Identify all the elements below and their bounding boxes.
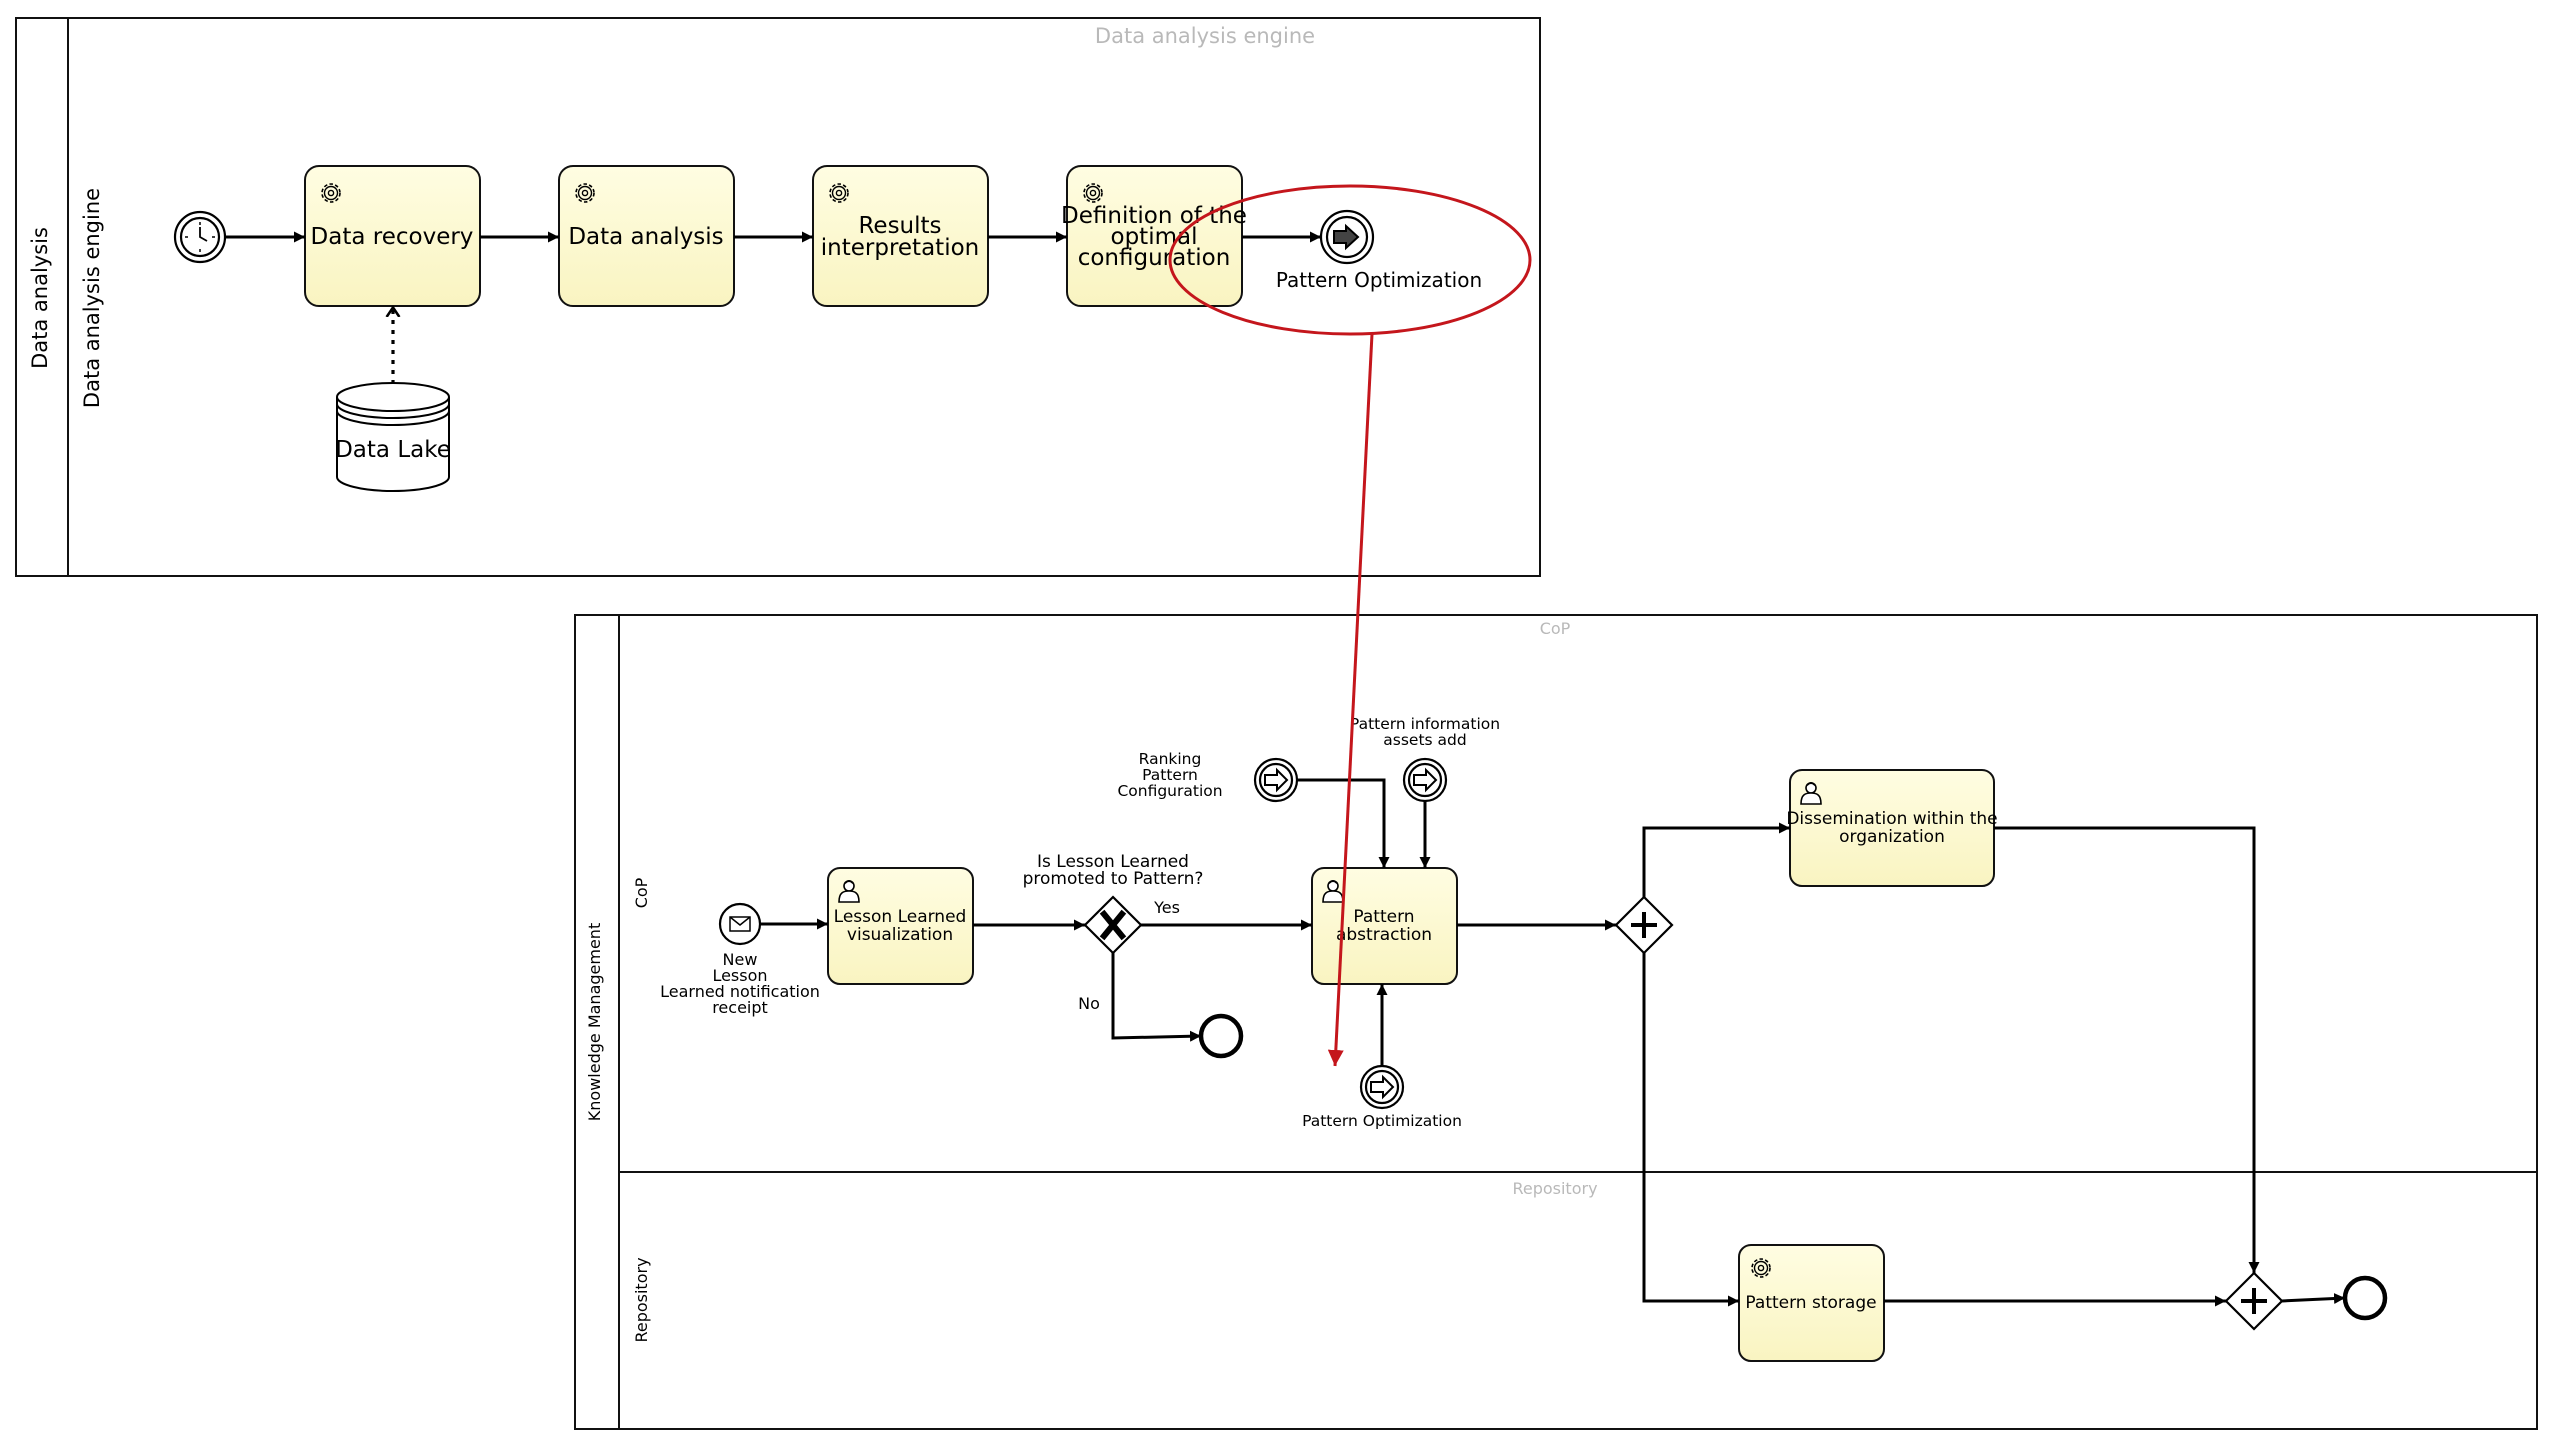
pool-knowledge-management: Knowledge Management CoP Repository CoP … bbox=[574, 614, 2538, 1430]
task-label-line2: optimal bbox=[1111, 224, 1198, 250]
task-label-line1: Results bbox=[858, 213, 941, 239]
data-store-label: Data Lake bbox=[335, 437, 451, 463]
event-label-line1: New bbox=[723, 950, 758, 969]
task-label-line1: Pattern bbox=[1353, 907, 1414, 927]
red-highlight-ellipse bbox=[1168, 184, 1532, 336]
pool-data-analysis: Data analysis Data analysis engine Data … bbox=[15, 17, 1541, 577]
task-label-line2: visualization bbox=[847, 925, 953, 945]
task-label-line2: abstraction bbox=[1336, 925, 1432, 945]
timer-start-event[interactable] bbox=[173, 210, 227, 264]
x-icon bbox=[1099, 909, 1127, 941]
plus-icon bbox=[1631, 912, 1657, 938]
red-connector-arrow bbox=[1327, 333, 1374, 1067]
clock-icon bbox=[185, 222, 215, 252]
task-pattern-storage[interactable]: Pattern storage bbox=[1738, 1244, 1885, 1362]
lane-title-repository: Repository bbox=[632, 1257, 651, 1342]
event-label-line1: Ranking bbox=[1139, 750, 1202, 768]
arrow-right-icon bbox=[1333, 223, 1360, 251]
event-label-line3: Learned notification bbox=[660, 982, 820, 1001]
envelope-icon bbox=[729, 916, 751, 932]
end-event-final[interactable] bbox=[2342, 1275, 2388, 1321]
task-definition-optimal-configuration[interactable]: Definition of the optimal configuration bbox=[1061, 165, 1247, 307]
task-label: Data recovery bbox=[311, 224, 474, 250]
event-label-line4: receipt bbox=[712, 998, 768, 1017]
task-label-line1: Dissemination within the bbox=[1786, 809, 1997, 829]
gateway-label-line1: Is Lesson Learned bbox=[1037, 852, 1189, 872]
lane-watermark-data-analysis-engine: Data analysis engine bbox=[1095, 24, 1315, 48]
task-label-line2: organization bbox=[1839, 827, 1945, 847]
event-label: Pattern Optimization bbox=[1276, 268, 1482, 292]
event-label: Pattern Optimization bbox=[1302, 1112, 1462, 1130]
task-data-recovery[interactable]: Data recovery bbox=[304, 165, 481, 307]
gateway-label-line2: promoted to Pattern? bbox=[1023, 869, 1204, 889]
link-catch-event-ranking[interactable]: Ranking Pattern Configuration bbox=[1117, 750, 1299, 803]
lane-watermark-cop: CoP bbox=[1540, 619, 1571, 638]
task-label: Pattern storage bbox=[1745, 1293, 1876, 1313]
data-store-data-lake[interactable]: Data Lake bbox=[335, 382, 451, 492]
sequence-flows-bottom bbox=[760, 778, 2346, 1307]
link-catch-event-pattern-optimization[interactable]: Pattern Optimization bbox=[1302, 1064, 1462, 1130]
flow-label-no: No bbox=[1078, 994, 1100, 1013]
lane-watermark-repository: Repository bbox=[1512, 1179, 1597, 1198]
parallel-gateway-join[interactable] bbox=[2224, 1271, 2284, 1331]
event-label-line1: Pattern information bbox=[1350, 715, 1500, 733]
parallel-gateway-split[interactable] bbox=[1614, 895, 1674, 955]
lane-title-data-analysis-engine: Data analysis engine bbox=[80, 188, 104, 408]
event-label-line2: Lesson bbox=[712, 966, 767, 985]
flow-label-yes: Yes bbox=[1153, 898, 1180, 917]
event-label-line2: assets add bbox=[1383, 731, 1466, 749]
task-label: Data analysis bbox=[568, 224, 723, 250]
task-label-line1: Lesson Learned bbox=[834, 907, 967, 927]
link-catch-event-pattern-information[interactable]: Pattern information assets add bbox=[1350, 715, 1500, 803]
end-event-rejected[interactable] bbox=[1198, 1013, 1244, 1059]
intermediate-link-event-pattern-optimization[interactable]: Pattern Optimization bbox=[1276, 209, 1482, 292]
red-highlight-annotation bbox=[1168, 184, 1532, 1067]
task-label-line2: interpretation bbox=[821, 235, 979, 261]
event-label-line3: Configuration bbox=[1117, 782, 1222, 800]
message-start-event[interactable]: New Lesson Learned notification receipt bbox=[660, 902, 820, 1017]
plus-icon bbox=[2241, 1288, 2267, 1314]
task-pattern-abstraction[interactable]: Pattern abstraction bbox=[1311, 867, 1458, 985]
event-label-line2: Pattern bbox=[1142, 766, 1198, 784]
pool-title-data-analysis: Data analysis bbox=[28, 227, 52, 369]
task-dissemination-within-organization[interactable]: Dissemination within the organization bbox=[1786, 769, 1998, 887]
task-label-line3: configuration bbox=[1078, 245, 1231, 271]
pool-title-knowledge-management: Knowledge Management bbox=[585, 923, 604, 1121]
task-results-interpretation[interactable]: Results interpretation bbox=[812, 165, 989, 307]
task-label-line1: Definition of the bbox=[1061, 203, 1247, 229]
lane-title-cop: CoP bbox=[632, 877, 651, 908]
task-data-analysis[interactable]: Data analysis bbox=[558, 165, 735, 307]
task-lesson-learned-visualization[interactable]: Lesson Learned visualization bbox=[827, 867, 974, 985]
